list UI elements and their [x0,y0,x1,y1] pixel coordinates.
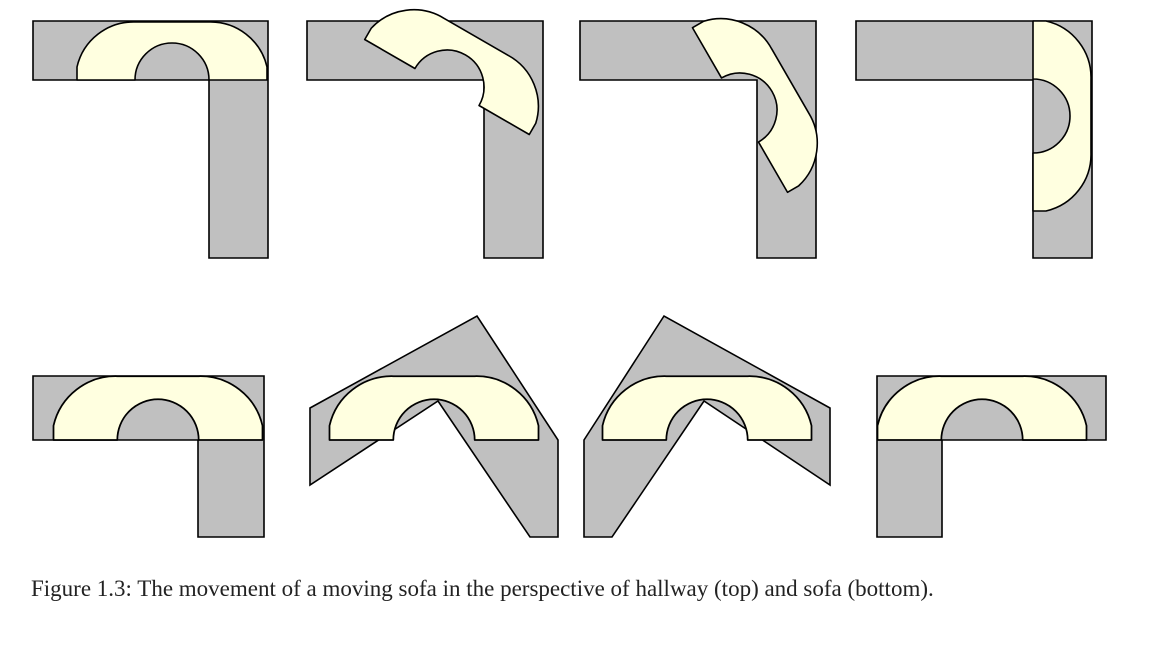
hallway-panel-4 [855,20,1093,259]
hallway-panel-2 [306,0,560,259]
sofa-panel-1 [32,375,265,538]
sofa-panel-4 [876,375,1107,538]
sofa-panel-3 [583,314,831,538]
hallway-shape [309,314,559,538]
sofa-shape [601,375,813,441]
hallway-shape [579,20,817,259]
sofa-movement-figure [32,0,1107,538]
sofa-panel-2 [309,314,559,538]
figure-caption: Figure 1.3: The movement of a moving sof… [31,576,934,601]
hallway-shape [583,314,831,538]
hallway-panel-3 [579,0,839,259]
sofa-shape [328,375,540,441]
hallway-panel-1 [32,20,269,259]
